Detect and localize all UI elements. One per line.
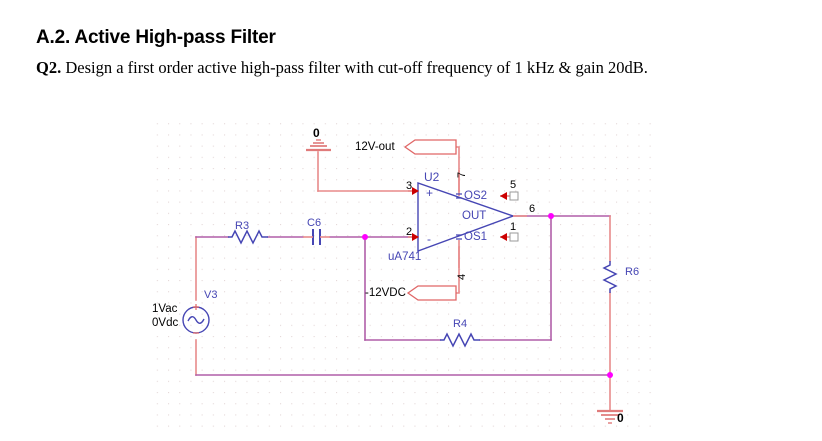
resistor-r6: [602, 261, 618, 293]
opamp-u2-pin1-arrow: [500, 233, 507, 241]
junction-bottom-node: [607, 372, 613, 378]
net-flag-minus-12vdc: [406, 285, 457, 301]
net-flag-12v-out-shape: [403, 139, 457, 155]
junction-inverting-node: [362, 234, 368, 240]
section-heading: A.2. Active High-pass Filter: [36, 27, 276, 48]
net-flag-minus-12vdc-shape: [406, 285, 457, 301]
opamp-u2-body: [417, 182, 516, 253]
question-label: Q2.: [36, 58, 62, 77]
net-flag-12v-out: [403, 139, 457, 155]
junction-output-node: [548, 213, 554, 219]
opamp-u2-pin7-mark: [456, 193, 462, 199]
capacitor-c6: [303, 229, 330, 245]
voltage-source-v3-plus: [193, 304, 199, 310]
resistor-r3-body: [228, 229, 268, 245]
opamp-u2-pin1-pad: [509, 232, 519, 242]
ground-bottom: [597, 409, 623, 424]
opamp-u2: [408, 170, 527, 268]
schematic-grid-background: [155, 114, 657, 436]
opamp-u2-pin5-arrow: [500, 192, 507, 200]
opamp-u2-pin2-arrow: [412, 233, 419, 241]
ground-top: [306, 139, 331, 152]
junction-group: [362, 213, 613, 378]
voltage-source-v3-sine: [187, 316, 205, 324]
question-text: Design a first order active high-pass fi…: [65, 58, 648, 77]
resistor-r6-body: [602, 261, 618, 293]
question-paragraph: Q2. Design a first order active high-pas…: [36, 56, 816, 79]
resistor-r4-body: [440, 332, 480, 348]
voltage-source-v3: [182, 304, 210, 334]
opamp-u2-pin3-arrow: [412, 187, 419, 195]
opamp-u2-pin5-pad: [509, 191, 519, 201]
opamp-u2-pin4-mark: [456, 234, 462, 240]
resistor-r4: [440, 332, 480, 348]
resistor-r3: [228, 229, 268, 245]
